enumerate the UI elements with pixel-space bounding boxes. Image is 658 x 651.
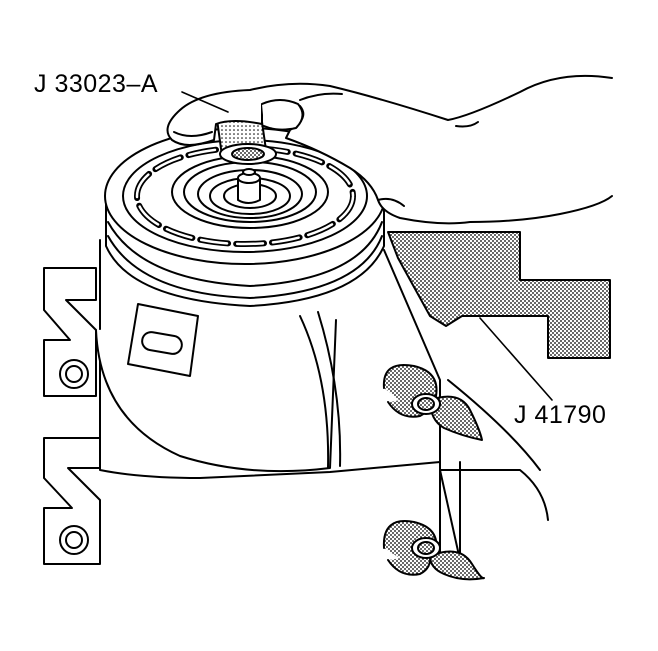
label-j33023a: J 33023–A <box>34 70 159 98</box>
j41790-tool <box>387 231 611 359</box>
fitting-upper <box>382 364 483 441</box>
fitting-lower <box>382 520 485 581</box>
leader-j33023a <box>181 91 229 113</box>
technician-hand <box>166 74 613 225</box>
label-j41790: J 41790 <box>514 401 607 429</box>
leader-j41790 <box>479 317 553 401</box>
